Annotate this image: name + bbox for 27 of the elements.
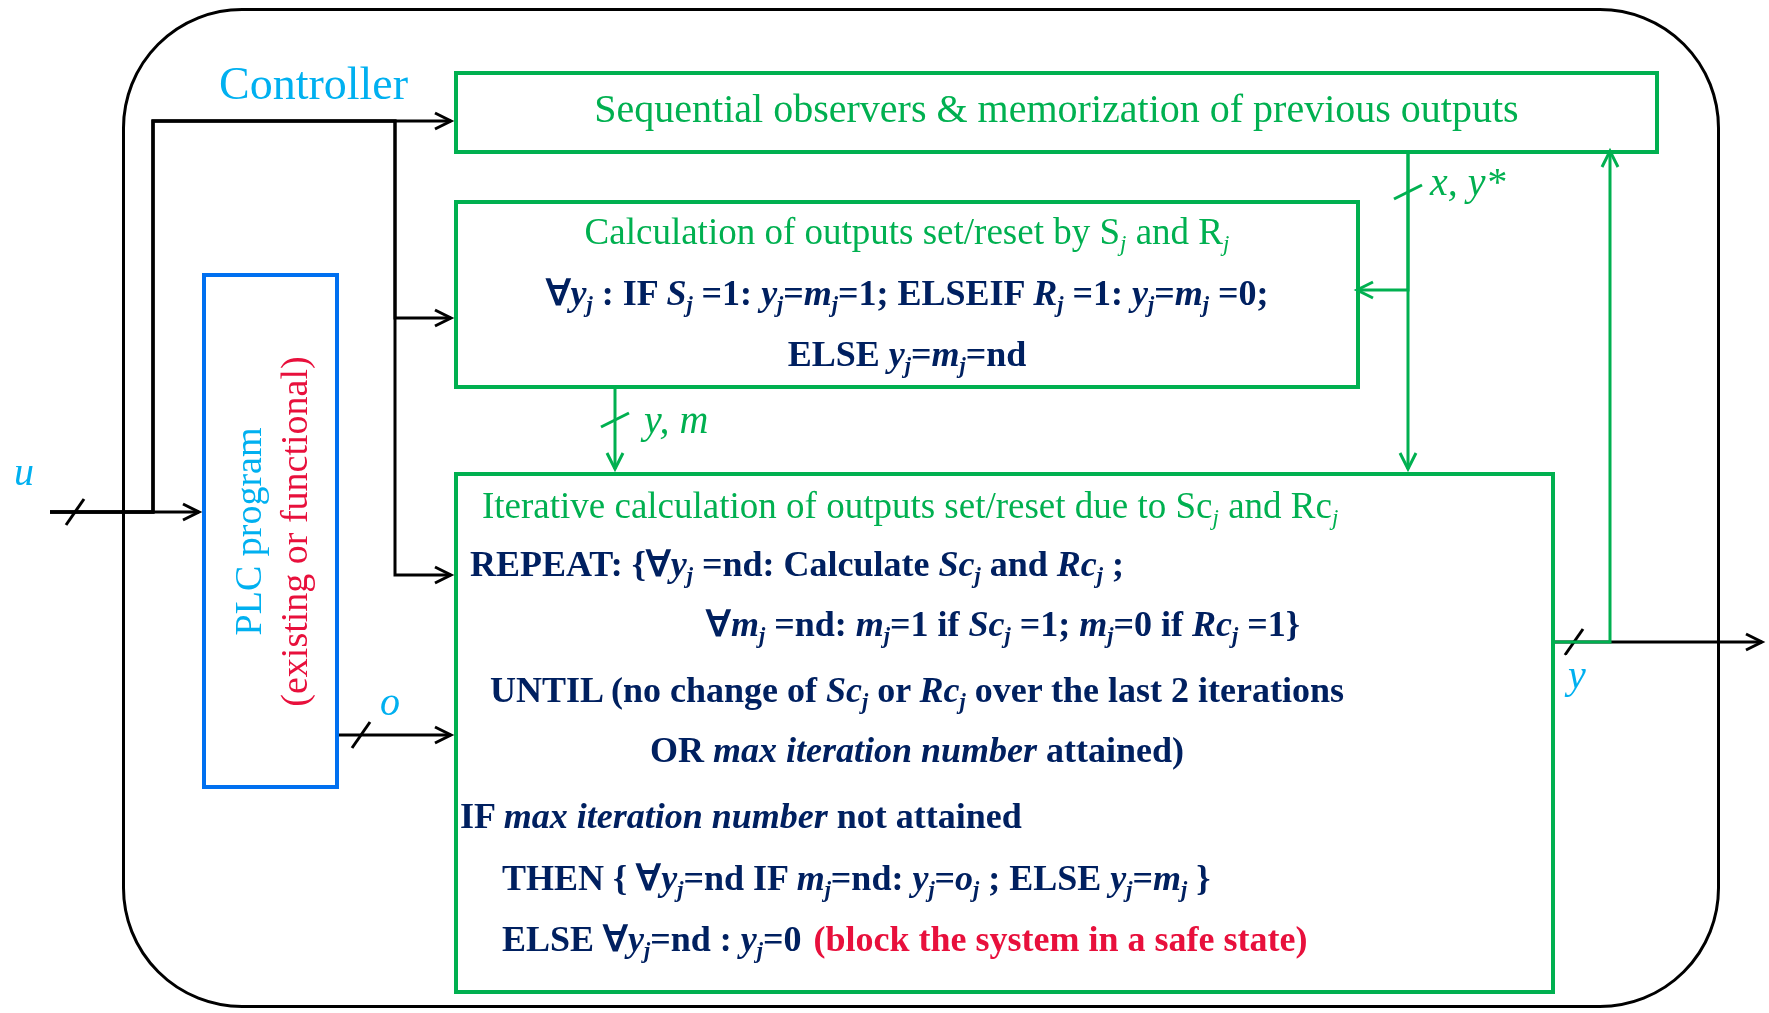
arrow — [1398, 151, 1418, 471]
pseudocode-line: THEN { ∀y$_{j}$=nd IF m$_{j}$=nd: y$_{j}$=o$_{j}$ ; ELSE y$_{j}$=m$_{j}$ } — [502, 857, 1211, 901]
program-box — [202, 273, 339, 789]
pseudocode-line: ELSE y$_{j}$=m$_{j}$=nd — [787, 333, 1027, 377]
pseudocode-line: UNTIL (no change of Sc$_{j}$ or Rc$_{j}$ over the last 2 iterations — [490, 669, 1345, 713]
warning-note: (block the system in a safe state) — [813, 918, 1308, 962]
box-heading: Sequential observers & memorization of previous outputs — [594, 85, 1519, 133]
arrow — [50, 119, 453, 585]
pseudocode-line: ELSE ∀y$_{j}$=nd : y$_{j}$=0 — [502, 918, 802, 962]
container-title: Controller — [219, 57, 409, 112]
box-label: PLC program — [224, 427, 270, 635]
process-box — [454, 200, 1360, 389]
pseudocode-line: OR max iteration number attained) — [650, 729, 1185, 773]
pseudocode-line: ∀m$_{j}$ =nd: m$_{j}$=1 if Sc$_{j}$ =1; m$_{j}$=0 if Rc$_{j}$ =1} — [706, 603, 1300, 647]
box-label: (existing or functional) — [270, 355, 316, 707]
pseudocode-line: ∀y$_{j}$ : IF S$_{j}$ =1: y$_{j}$=m$_{j}$=1; ELSEIF R$_{j}$ =1: y$_{j}$=m$_{j}$ =0; — [545, 272, 1269, 316]
box-heading: Iterative calculation of outputs set/reset due to Sc$_{j}$ and Rc$_{j}$ — [482, 483, 1339, 529]
arrow — [336, 725, 453, 745]
process-box — [454, 472, 1555, 994]
arrow — [605, 386, 625, 471]
process-box — [454, 71, 1659, 154]
edge-label: y — [1566, 655, 1588, 695]
pseudocode-line: IF max iteration number not attained — [460, 795, 1022, 839]
arrow — [1552, 149, 1620, 644]
controller-boundary — [122, 8, 1720, 1008]
pseudocode-line: REPEAT: {∀y$_{j}$ =nd: Calculate Sc$_{j}$ and Rc$_{j}$ ; — [470, 543, 1124, 587]
box-heading: Calculation of outputs set/reset by S$_{j}$ and R$_{j}$ — [584, 209, 1230, 255]
